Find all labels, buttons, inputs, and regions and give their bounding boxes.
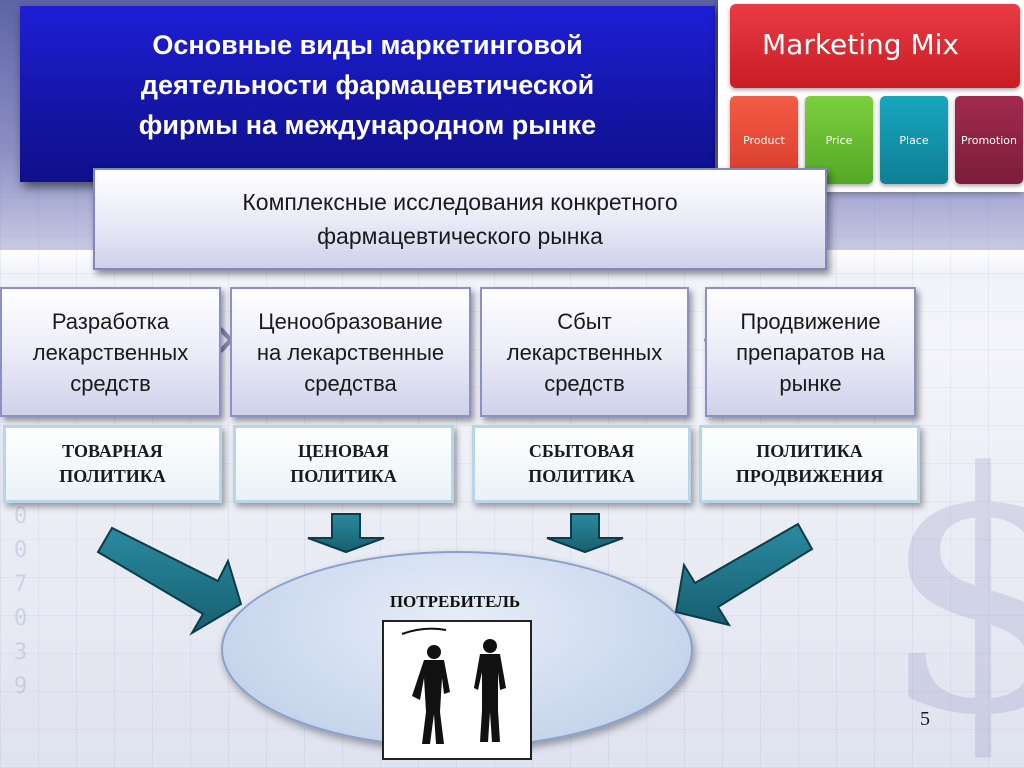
- mix-tile-place: Place: [880, 96, 948, 184]
- policy-box-product: ТОВАРНАЯ ПОЛИТИКА: [3, 425, 222, 503]
- businessmen-silhouette-icon: [382, 620, 532, 760]
- activity-line: Ценообразование: [258, 308, 443, 334]
- policy-box-price: ЦЕНОВАЯ ПОЛИТИКА: [233, 425, 454, 503]
- title-line: Основные виды маркетинговой: [152, 30, 583, 60]
- policy-line: ПОЛИТИКА: [528, 466, 635, 486]
- activity-line: препаратов на: [736, 339, 885, 365]
- activity-line: Сбыт: [557, 308, 612, 334]
- research-box: Комплексные исследования конкретного фар…: [93, 168, 827, 270]
- research-text: Комплексные исследования конкретного фар…: [150, 185, 770, 253]
- policy-text: ТОВАРНАЯ ПОЛИТИКА: [59, 439, 166, 489]
- policy-line: ТОВАРНАЯ: [62, 441, 163, 461]
- activity-line: средств: [544, 370, 625, 396]
- activity-box-distribution: Сбыт лекарственных средств: [480, 287, 689, 417]
- title-line: фирмы на международном рынке: [138, 110, 597, 140]
- research-line: Комплексные исследования конкретного: [242, 189, 678, 215]
- slide-title: Основные виды маркетинговой деятельности…: [48, 25, 688, 145]
- policy-line: ПОЛИТИКА: [290, 466, 397, 486]
- title-line: деятельности фармацевтической: [140, 70, 595, 100]
- research-line: фармацевтического рынка: [317, 223, 603, 249]
- mix-tile-promotion: Promotion: [955, 96, 1023, 184]
- down-arrow-icon: [546, 513, 624, 554]
- page-number: 5: [920, 708, 930, 730]
- down-arrow-icon: [307, 513, 385, 554]
- activity-box-promotion: Продвижение препаратов на рынке: [705, 287, 916, 417]
- activity-line: Разработка: [51, 308, 170, 334]
- activity-text: Ценообразование на лекарственные средств…: [257, 306, 444, 399]
- policy-line: ПОЛИТИКА: [59, 466, 166, 486]
- activity-box-development: Разработка лекарственных средств: [0, 287, 221, 417]
- activity-line: на лекарственные: [256, 339, 445, 365]
- activity-line: Продвижение: [740, 308, 881, 334]
- marketing-mix-title: Marketing Mix: [762, 28, 959, 61]
- activity-line: рынке: [779, 370, 842, 396]
- arrow-right-down-icon: [96, 526, 243, 636]
- slide-title-box: Основные виды маркетинговой деятельности…: [20, 6, 715, 182]
- activity-text: Разработка лекарственных средств: [33, 306, 189, 399]
- policy-text: СБЫТОВАЯ ПОЛИТИКА: [528, 439, 635, 489]
- activity-text: Продвижение препаратов на рынке: [736, 306, 885, 399]
- activity-line: средств: [70, 370, 151, 396]
- policy-box-promotion: ПОЛИТИКА ПРОДВИЖЕНИЯ: [699, 425, 920, 503]
- activity-line: лекарственных: [32, 339, 189, 365]
- activity-box-pricing: Ценообразование на лекарственные средств…: [230, 287, 471, 417]
- policy-line: СБЫТОВАЯ: [528, 441, 635, 461]
- arrow-left-down-icon: [674, 522, 814, 627]
- activity-line: средства: [304, 370, 397, 396]
- policy-line: ЦЕНОВАЯ: [298, 441, 389, 461]
- marketing-mix-title-bar: Marketing Mix: [730, 4, 1020, 88]
- policy-text: ПОЛИТИКА ПРОДВИЖЕНИЯ: [736, 439, 883, 489]
- policy-line: ПРОДВИЖЕНИЯ: [735, 466, 884, 486]
- activity-text: Сбыт лекарственных средств: [507, 306, 663, 399]
- consumer-label: ПОТРЕБИТЕЛЬ: [389, 592, 521, 611]
- policy-text: ЦЕНОВАЯ ПОЛИТИКА: [290, 439, 397, 489]
- policy-line: ПОЛИТИКА: [756, 441, 863, 461]
- activity-line: лекарственных: [506, 339, 663, 365]
- policy-box-distribution: СБЫТОВАЯ ПОЛИТИКА: [472, 425, 691, 503]
